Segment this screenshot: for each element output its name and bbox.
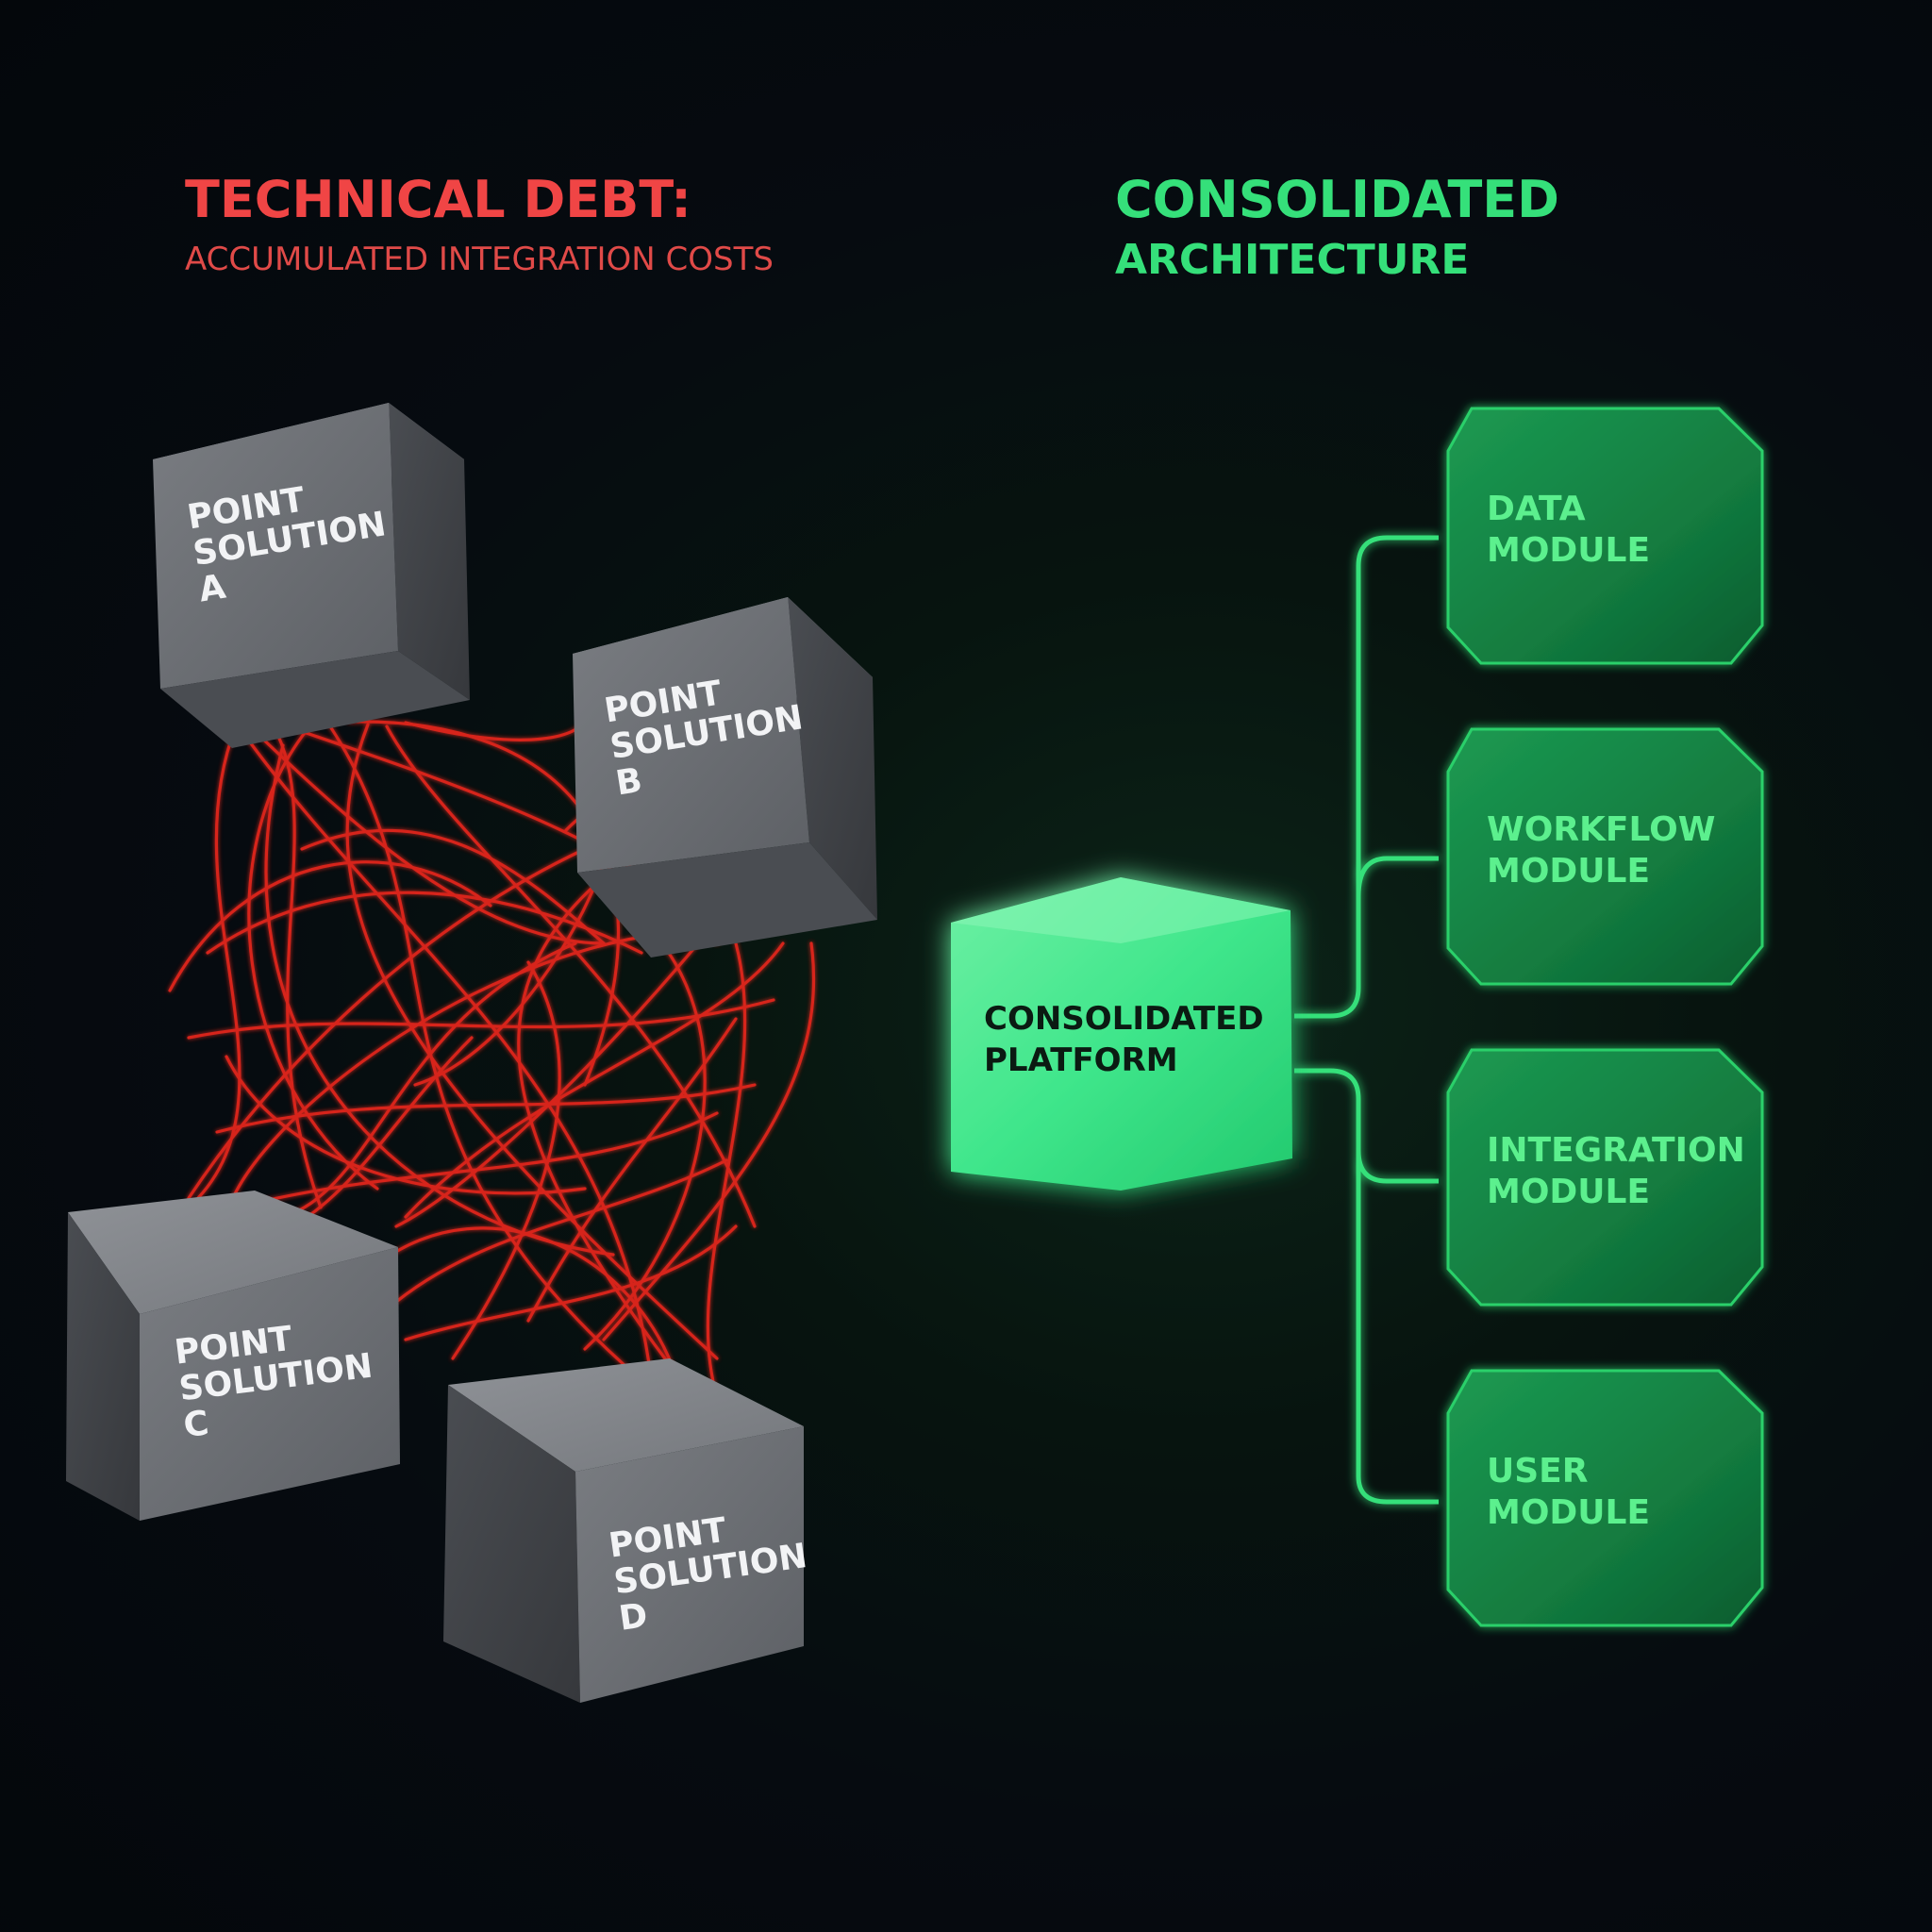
data-module-label: DATA MODULE [1487,490,1651,570]
technical-debt-subtitle: ACCUMULATED INTEGRATION COSTS [185,241,774,278]
workflow-module-block [1446,727,1764,986]
user-module-label: USER MODULE [1487,1452,1651,1532]
point-solution-d-cube [443,1358,804,1703]
point-solution-a-cube [153,403,470,748]
consolidated-subtitle: ARCHITECTURE [1115,236,1470,284]
consolidated-platform-label: CONSOLIDATED PLATFORM [984,1000,1264,1079]
consolidated-title: CONSOLIDATED [1115,170,1559,229]
workflow-module-label: WORKFLOW MODULE [1487,810,1716,891]
integration-module-block [1446,1048,1764,1307]
user-module-block [1446,1369,1764,1627]
point-solution-c-cube [66,1191,400,1521]
integration-module-label: INTEGRATION MODULE [1487,1131,1745,1211]
data-module-block [1446,407,1764,665]
tangled-integration-wires [168,715,816,1398]
platform-connectors [1294,535,1439,1505]
point-solution-b-cube [573,597,877,958]
technical-debt-title: TECHNICAL DEBT: [185,170,691,229]
consolidated-platform-cube [951,877,1292,1191]
point-solution-c-label: POINT SOLUTION C [172,1319,375,1446]
